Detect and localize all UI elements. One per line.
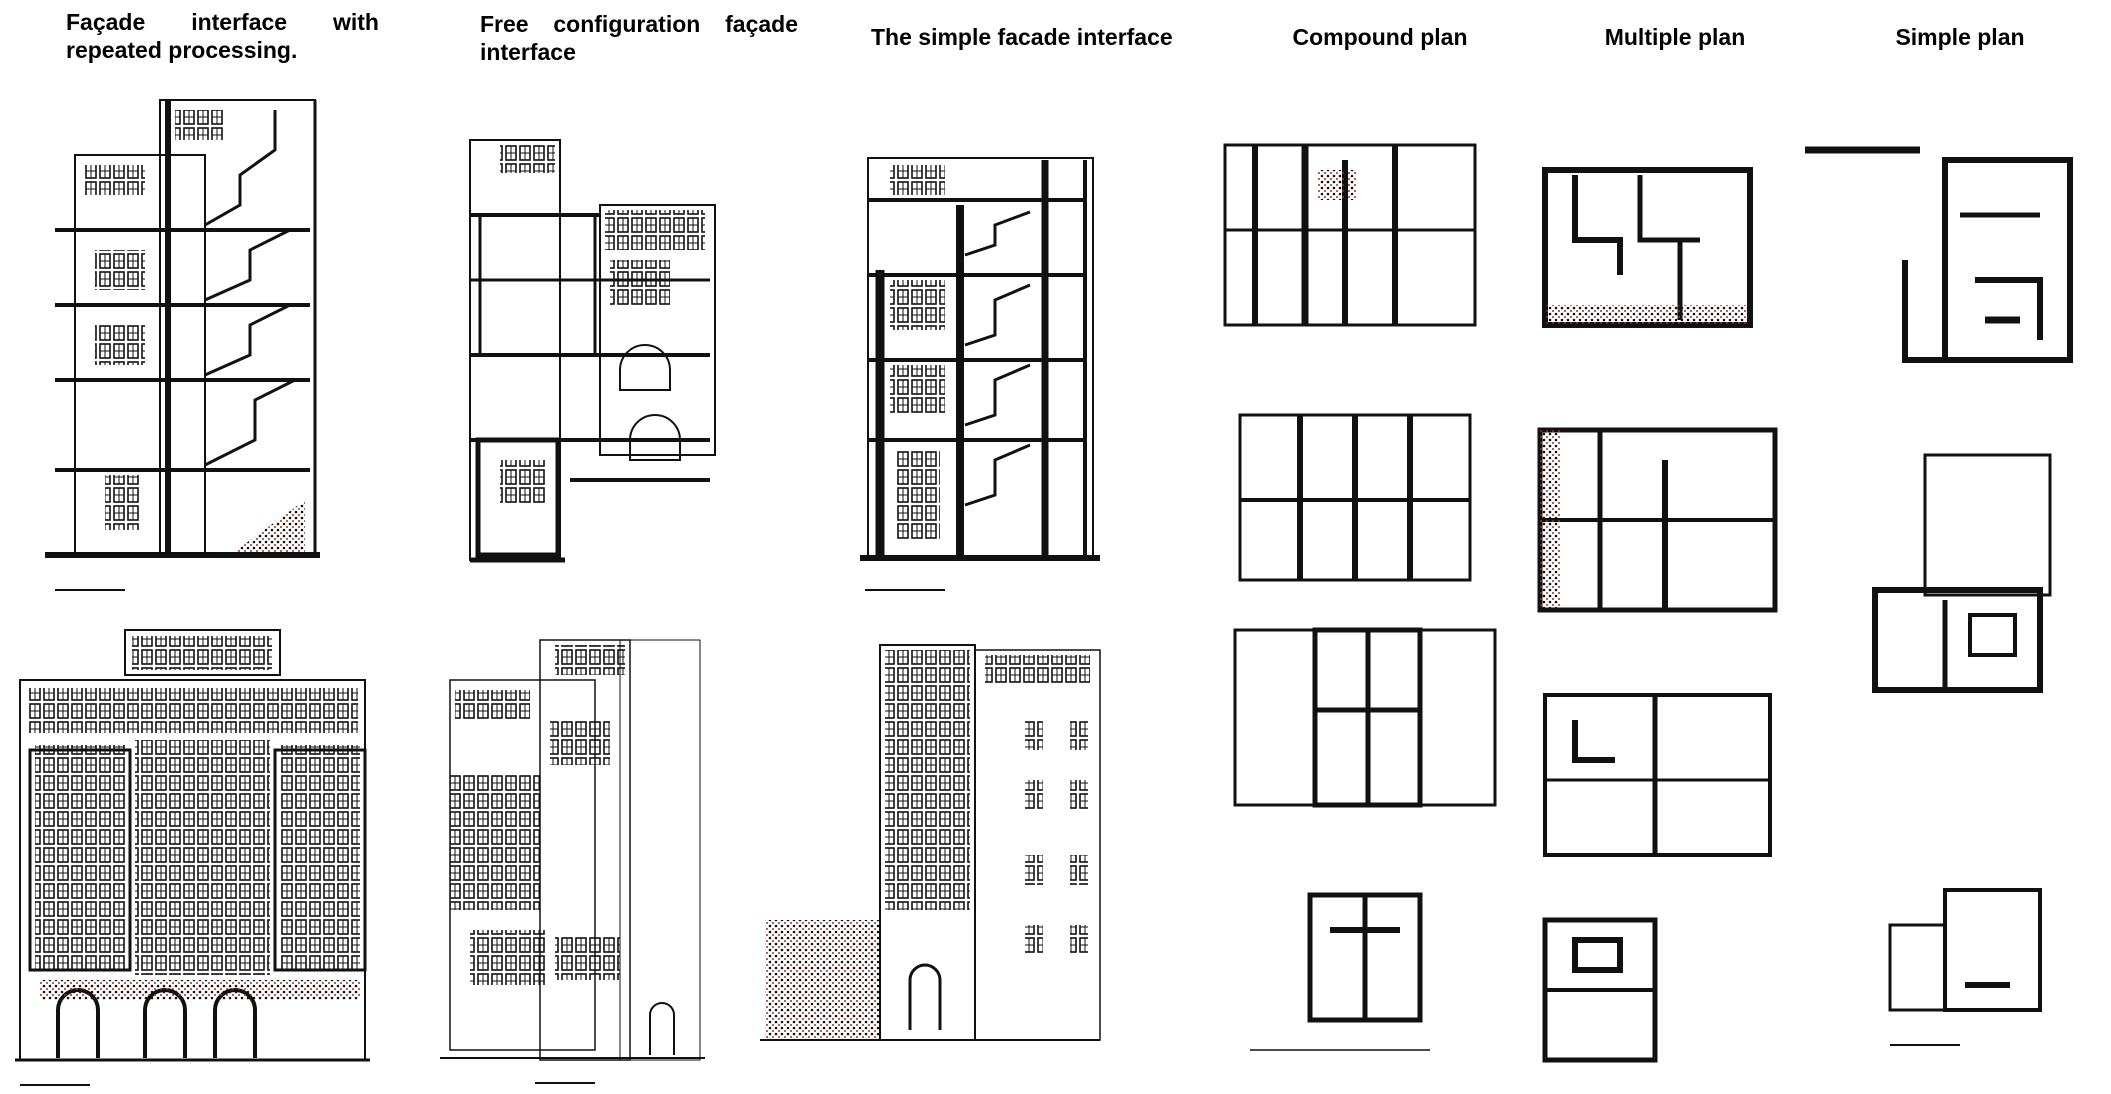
multiple-plan-2 <box>1537 427 1778 613</box>
simple-plan-2 <box>1872 453 2052 693</box>
section-free-facade <box>469 139 716 563</box>
section-simple-facade <box>860 157 1100 591</box>
heading-facade-simple: The simple facade interface <box>871 24 1173 50</box>
compound-plan-4 <box>1250 892 1430 1051</box>
elevation-repeated-facade <box>15 629 370 1086</box>
compound-plan-3 <box>1233 627 1497 808</box>
heading-multiple-plan: Multiple plan <box>1604 24 1746 50</box>
section-repeated-facade <box>45 99 320 591</box>
compound-plan-1 <box>1223 143 1477 327</box>
heading-facade-free-configuration: Free configuration façade interface <box>480 11 798 65</box>
multiple-plan-1 <box>1542 167 1753 328</box>
multiple-plan-4 <box>1542 917 1658 1063</box>
multiple-plan-3 <box>1543 693 1772 857</box>
simple-plan-3 <box>1888 888 2042 1046</box>
heading-facade-repeated: Façade interface with repeated processin… <box>66 9 379 63</box>
elevation-simple-facade <box>760 644 1101 1041</box>
heading-simple-plan: Simple plan <box>1895 24 2025 50</box>
elevation-free-facade <box>440 639 705 1084</box>
compound-plan-2 <box>1238 413 1472 582</box>
simple-plan-1 <box>1805 146 2073 363</box>
heading-compound-plan: Compound plan <box>1292 24 1468 50</box>
